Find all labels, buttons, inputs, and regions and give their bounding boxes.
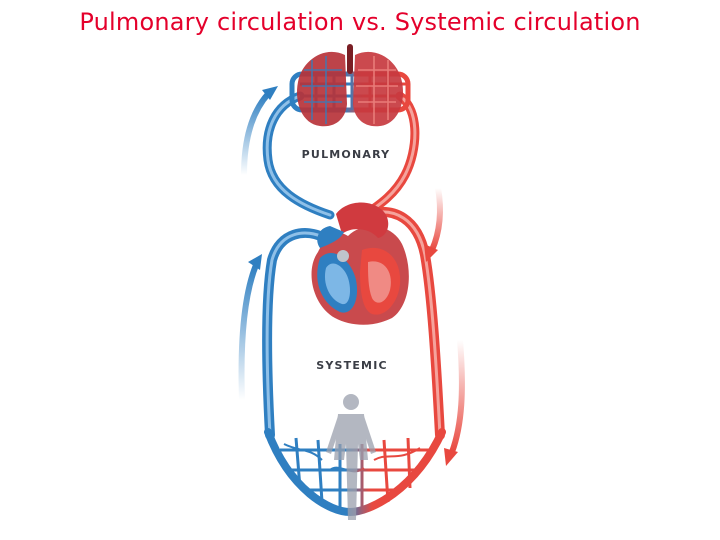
systemic-vena-cava-vessel-inner — [265, 231, 327, 437]
pulmonary-label: PULMONARY — [302, 148, 391, 161]
flow-arrow-systemic-up — [238, 254, 262, 401]
flow-arrow-systemic-down — [444, 339, 465, 466]
systemic-label: SYSTEMIC — [316, 359, 388, 372]
flow-arrow-pulmonary-up — [241, 86, 278, 176]
systemic-aorta-vessel-inner — [363, 210, 442, 437]
slide-title: Pulmonary circulation vs. Systemic circu… — [79, 8, 641, 36]
human-body-icon — [326, 394, 376, 520]
flow-arrow-pulmonary-down — [424, 187, 443, 262]
lungs-icon — [296, 44, 404, 127]
pulmonary-artery-vessel-inner — [265, 94, 332, 217]
heart-icon — [311, 202, 409, 325]
